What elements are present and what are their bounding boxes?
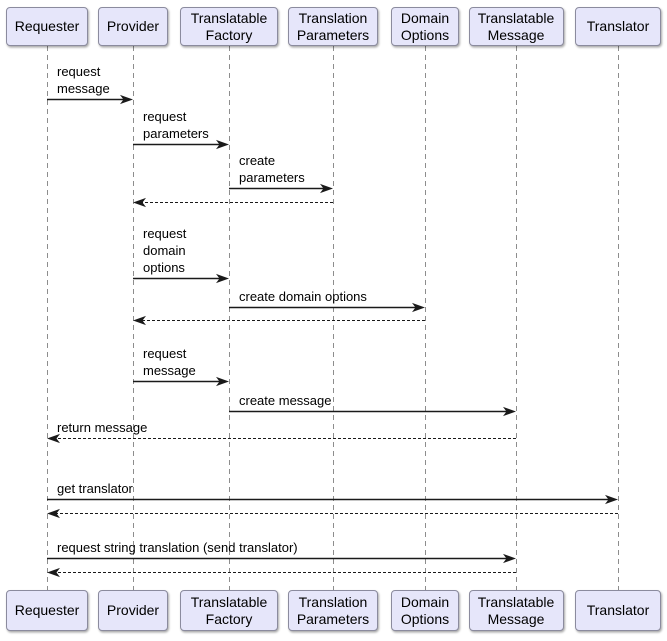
message-arrow-8-translatable-factory-to-translatable-message xyxy=(229,406,516,417)
participant-box-top-translator: Translator xyxy=(575,7,661,46)
arrowhead xyxy=(120,94,133,105)
message-arrow-0-requester-to-provider xyxy=(47,94,133,105)
message-arrow-6-domain-options-to-provider xyxy=(133,315,425,326)
message-arrow-7-provider-to-translatable-factory xyxy=(133,376,229,387)
arrowhead xyxy=(216,139,229,150)
participant-label-provider: Provider xyxy=(106,602,160,618)
message-arrow-12-requester-to-translatable-message xyxy=(47,553,516,564)
message-arrow-1-provider-to-translatable-factory xyxy=(133,139,229,150)
arrowhead xyxy=(133,197,146,208)
arrowhead xyxy=(216,376,229,387)
arrowhead xyxy=(216,273,229,284)
participant-box-top-provider: Provider xyxy=(98,7,168,46)
message-arrow-4-provider-to-translatable-factory xyxy=(133,273,229,284)
message-arrow-2-translatable-factory-to-translation-parameters xyxy=(229,183,333,194)
participant-label-requester: Requester xyxy=(14,18,80,34)
message-label-12: request string translation (send transla… xyxy=(57,540,298,555)
message-arrow-10-requester-to-translator xyxy=(47,494,618,505)
participant-label-translator: Translator xyxy=(586,18,650,34)
message-label-10: get translator xyxy=(57,481,133,496)
participant-box-bottom-requester: Requester xyxy=(6,590,88,631)
message-arrow-11-translator-to-requester xyxy=(47,508,618,519)
arrowhead xyxy=(47,508,60,519)
arrowhead xyxy=(503,553,516,564)
participant-box-top-requester: Requester xyxy=(6,7,88,46)
message-label-9: return message xyxy=(57,420,148,435)
participant-box-bottom-provider: Provider xyxy=(98,590,168,631)
message-label-5: create domain options xyxy=(239,289,367,304)
arrowhead xyxy=(605,494,618,505)
arrowhead xyxy=(503,406,516,417)
participant-label-requester: Requester xyxy=(14,602,80,618)
arrowhead xyxy=(320,183,333,194)
participant-box-bottom-translator: Translator xyxy=(575,590,661,631)
participant-label-provider: Provider xyxy=(106,18,160,34)
participant-label-translator: Translator xyxy=(586,602,650,618)
arrowhead xyxy=(412,302,425,313)
message-arrow-9-translatable-message-to-requester xyxy=(47,433,516,444)
message-arrow-5-translatable-factory-to-domain-options xyxy=(229,302,425,313)
arrowhead xyxy=(133,315,146,326)
message-arrow-3-translation-parameters-to-provider xyxy=(133,197,333,208)
message-label-8: create message xyxy=(239,393,332,408)
arrowhead xyxy=(47,567,60,578)
message-arrow-13-translatable-message-to-requester xyxy=(47,567,516,578)
arrowhead xyxy=(47,433,60,444)
